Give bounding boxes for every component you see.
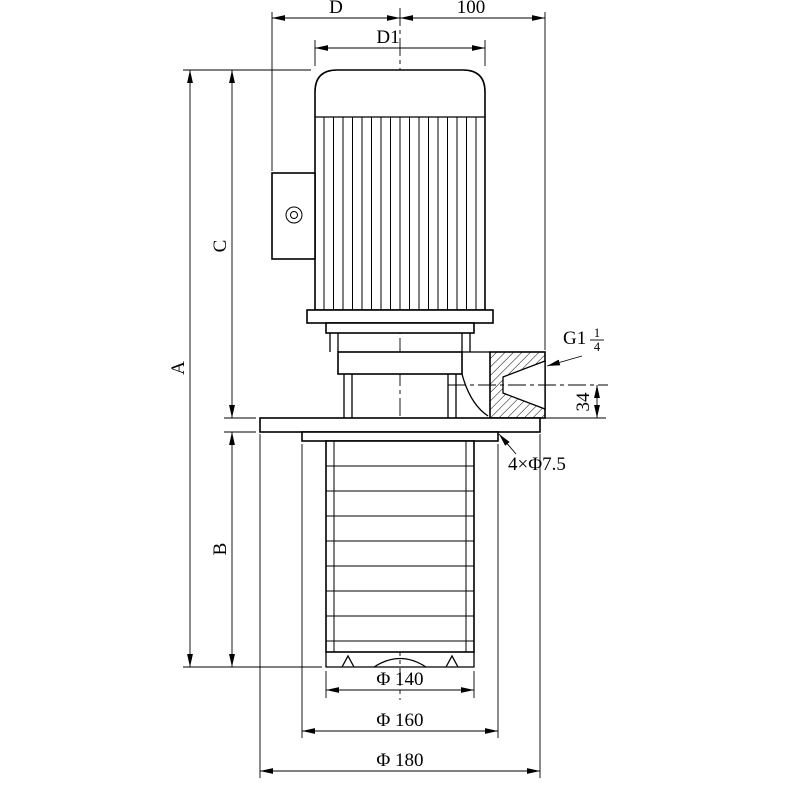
dim-34: 34 <box>573 385 600 418</box>
cable-gland-inner <box>290 211 298 219</box>
holes-leader <box>498 433 517 455</box>
dim-100: 100 <box>400 0 545 21</box>
thread-label-denominator: 4 <box>594 340 601 354</box>
dim-dia180: Φ 180 <box>260 750 540 774</box>
holes-label: 4×Φ7.5 <box>508 454 566 475</box>
dim-b-label: B <box>210 543 231 556</box>
strainer-outline <box>325 652 475 668</box>
holes-callout: 4×Φ7.5 <box>498 433 566 475</box>
stage-stack <box>325 440 475 653</box>
pump-view <box>259 8 608 700</box>
suction-strainer <box>325 652 475 668</box>
junction-box <box>271 172 316 260</box>
dia140-label: Φ 140 <box>376 669 423 690</box>
dim-c-label: C <box>210 240 231 253</box>
stool-lower-columns <box>343 374 457 418</box>
thread-label-numerator: 1 <box>594 326 600 340</box>
discharge-port <box>448 351 608 419</box>
dim-34-label: 34 <box>573 392 594 412</box>
dim-c: C <box>210 70 235 418</box>
pump-head-block <box>337 351 463 375</box>
thread-callout: G1 1 4 <box>546 326 604 367</box>
cable-gland-outer <box>285 206 303 224</box>
stool-upper-columns <box>329 333 471 352</box>
mounting-plate <box>259 417 541 442</box>
plate-spigot-collar <box>301 431 499 442</box>
dia180-label: Φ 180 <box>376 750 423 771</box>
motor <box>306 69 494 324</box>
dim-a: A <box>168 70 193 667</box>
dim-dia140: Φ 140 <box>326 669 474 693</box>
dim-100-label: 100 <box>457 0 486 18</box>
dim-d: D <box>272 0 400 21</box>
stack-inner-walls <box>333 441 467 652</box>
junction-box-housing <box>271 172 316 260</box>
stool-top-plate <box>325 322 475 334</box>
strainer-feet <box>341 654 459 668</box>
dim-a-label: A <box>168 361 189 375</box>
mounting-plate-body <box>259 417 541 433</box>
thread-label-prefix: G1 <box>563 328 586 349</box>
port-funnel-edge <box>461 373 489 417</box>
dimensions: D 100 D1 A C B 34 <box>168 0 606 778</box>
dim-d1: D1 <box>315 27 485 51</box>
dim-dia160: Φ 160 <box>302 710 498 734</box>
stack-outer-shell <box>325 440 475 653</box>
motor-stool <box>325 322 475 418</box>
dim-d-label: D <box>329 0 343 18</box>
motor-bottom-flange <box>306 309 494 324</box>
extension-lines <box>183 12 606 778</box>
dia160-label: Φ 160 <box>376 710 423 731</box>
stage-divider-lines <box>326 465 474 642</box>
thread-leader <box>546 355 583 367</box>
dim-d1-label: D1 <box>376 27 399 48</box>
dim-b: B <box>210 432 235 667</box>
motor-cooling-fins <box>323 117 477 310</box>
